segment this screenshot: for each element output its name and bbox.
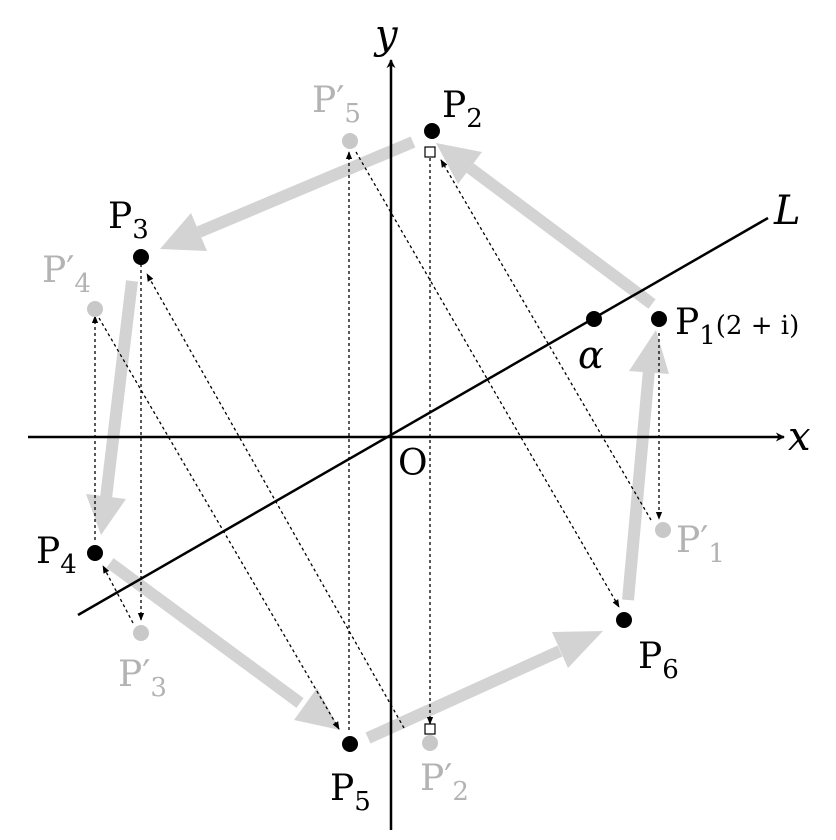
dotted-p3p-p4	[102, 565, 134, 624]
main-points	[87, 123, 667, 752]
arrow-p3-p4	[86, 280, 138, 535]
arrow-p6-p1	[622, 330, 669, 601]
point-p6	[616, 612, 632, 628]
label-p4p: P′4	[42, 250, 91, 299]
marker-square-top	[424, 146, 436, 158]
label-p5: P5	[330, 768, 371, 817]
point-alpha	[586, 311, 602, 327]
arrow-p5-p6	[365, 631, 603, 744]
point-p1	[651, 311, 667, 327]
point-p5	[342, 736, 358, 752]
x-axis-label: x	[788, 414, 811, 460]
hexagon-arrows	[86, 136, 669, 744]
marker-square-bottom	[424, 723, 436, 735]
label-p2: P2	[442, 85, 483, 134]
projection-arrows	[91, 151, 663, 730]
alpha-label: α	[578, 333, 604, 377]
reflected-points	[87, 133, 671, 751]
dotted-p2p-p3	[146, 273, 405, 729]
label-p2p: P′2	[420, 758, 469, 807]
label-p1: P1(2 + i)	[675, 302, 799, 351]
label-p5p: P′5	[312, 80, 361, 129]
arrow-p1-p2	[436, 143, 656, 309]
line-l-label: L	[773, 188, 801, 234]
point-p1p	[655, 522, 671, 538]
origin-label: O	[398, 443, 428, 484]
dotted-p1p-p2	[440, 159, 652, 521]
label-p3: P3	[108, 196, 149, 245]
point-p4p	[87, 301, 103, 317]
label-p3p: P′3	[118, 654, 167, 703]
point-p3p	[133, 625, 149, 641]
label-p1p: P′1	[676, 520, 725, 569]
point-p5p	[342, 133, 358, 149]
point-p3	[133, 249, 149, 265]
point-p2	[424, 123, 440, 139]
label-p6: P6	[638, 636, 679, 685]
point-p2p	[422, 735, 438, 751]
y-axis-label: y	[373, 12, 399, 58]
dotted-p4p-p5	[98, 317, 340, 730]
point-p4	[87, 545, 103, 561]
label-p4: P4	[36, 531, 77, 580]
arrow-p2-p3	[160, 136, 416, 251]
line-l	[77, 216, 769, 617]
arrow-p4-p5	[106, 558, 340, 730]
axes	[28, 59, 785, 830]
